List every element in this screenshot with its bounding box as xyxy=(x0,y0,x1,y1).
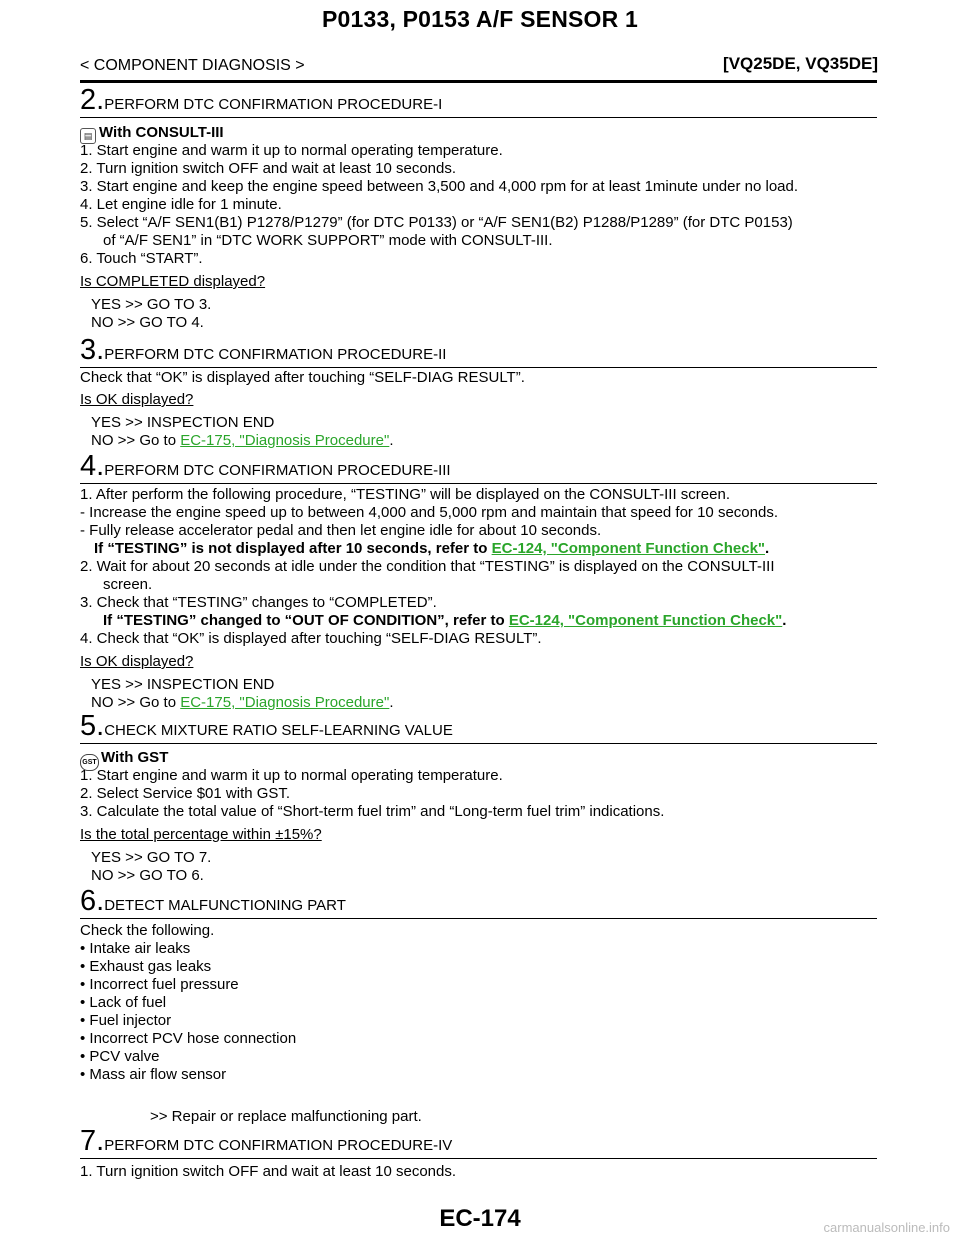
step-7-title: PERFORM DTC CONFIRMATION PROCEDURE-IV xyxy=(104,1137,453,1154)
step-6-title: DETECT MALFUNCTIONING PART xyxy=(104,897,346,914)
check-item: • Incorrect fuel pressure xyxy=(80,976,239,993)
step-4-line-4: If “TESTING” is not displayed after 10 s… xyxy=(94,540,769,558)
check-item: • Intake air leaks xyxy=(80,940,191,957)
step-6-action: >> Repair or replace malfunctioning part… xyxy=(150,1108,422,1125)
step-3-text: Check that “OK” is displayed after touch… xyxy=(80,369,525,386)
step-5-no: NO >> GO TO 6. xyxy=(91,867,204,884)
step-3-title: PERFORM DTC CONFIRMATION PROCEDURE-II xyxy=(104,346,447,363)
step-4-rule xyxy=(80,483,877,484)
step-3-yes: YES >> INSPECTION END xyxy=(91,414,275,431)
step-7-number: 7. xyxy=(80,1125,105,1157)
step-6-intro: Check the following. xyxy=(80,922,215,939)
step-4-yes: YES >> INSPECTION END xyxy=(91,676,275,693)
check-item: • PCV valve xyxy=(80,1048,160,1065)
step-4-line-7: 3. Check that “TESTING” changes to “COMP… xyxy=(80,594,437,611)
consult-label: ▤With CONSULT-III xyxy=(80,124,224,144)
step-5-line-2: 2. Select Service $01 with GST. xyxy=(80,785,291,802)
step-4-number: 4. xyxy=(80,450,105,482)
step-2-question: Is COMPLETED displayed? xyxy=(80,273,266,290)
page-number: EC-174 xyxy=(439,1205,521,1232)
check-item: • Fuel injector xyxy=(80,1012,172,1029)
step-6-rule xyxy=(80,918,877,919)
diagnosis-procedure-link[interactable]: EC-175, "Diagnosis Procedure" xyxy=(180,432,390,449)
step-2-title: PERFORM DTC CONFIRMATION PROCEDURE-I xyxy=(104,96,443,113)
step-2-heading: 2.PERFORM DTC CONFIRMATION PROCEDURE-I xyxy=(80,84,877,118)
step-2-rule xyxy=(80,117,877,118)
step-4-line-6: screen. xyxy=(103,576,153,593)
step-4-line-3: - Fully release accelerator pedal and th… xyxy=(80,522,602,539)
step-7-rule xyxy=(80,1158,877,1159)
step-3-no: NO >> Go to EC-175, "Diagnosis Procedure… xyxy=(91,432,393,450)
step-3-question: Is OK displayed? xyxy=(80,391,194,408)
step-4-line-8: If “TESTING” changed to “OUT OF CONDITIO… xyxy=(103,612,786,630)
step-6-number: 6. xyxy=(80,885,105,917)
step-5-rule xyxy=(80,743,877,744)
page-title: P0133, P0153 A/F SENSOR 1 xyxy=(321,6,639,32)
step-7-line-1: 1. Turn ignition switch OFF and wait at … xyxy=(80,1163,457,1180)
step-3-no-suffix: . xyxy=(389,432,394,449)
gst-icon: GST xyxy=(80,754,99,771)
step-2-line-5: 5. Select “A/F SEN1(B1) P1278/P1279” (fo… xyxy=(80,214,793,231)
check-item: • Incorrect PCV hose connection xyxy=(80,1030,297,1047)
step-4-no: NO >> Go to EC-175, "Diagnosis Procedure… xyxy=(91,694,393,712)
step-7-heading: 7.PERFORM DTC CONFIRMATION PROCEDURE-IV xyxy=(80,1125,877,1159)
step-4-line-4-prefix: If “TESTING” is not displayed after 10 s… xyxy=(94,540,492,557)
header-rule xyxy=(80,80,877,83)
step-4-line-8-prefix: If “TESTING” changed to “OUT OF CONDITIO… xyxy=(103,612,509,629)
step-2-line-1: 1. Start engine and warm it up to normal… xyxy=(80,142,503,159)
section-label: < COMPONENT DIAGNOSIS > xyxy=(80,57,305,74)
step-4-no-suffix: . xyxy=(389,694,394,711)
check-item: • Exhaust gas leaks xyxy=(80,958,212,975)
step-2-line-5b: of “A/F SEN1” in “DTC WORK SUPPORT” mode… xyxy=(103,232,553,249)
step-2-number: 2. xyxy=(80,84,105,116)
step-5-question: Is the total percentage within ±15%? xyxy=(80,826,322,843)
step-4-title: PERFORM DTC CONFIRMATION PROCEDURE-III xyxy=(104,462,451,479)
watermark: carmanualsonline.info xyxy=(823,1220,950,1235)
step-5-line-1: 1. Start engine and warm it up to normal… xyxy=(80,767,503,784)
step-2-no: NO >> GO TO 4. xyxy=(91,314,204,331)
check-item: • Mass air flow sensor xyxy=(80,1066,227,1083)
step-4-line-2: - Increase the engine speed up to betwee… xyxy=(80,504,778,521)
with-gst-text: With GST xyxy=(101,749,169,766)
consult-icon: ▤ xyxy=(80,128,96,144)
step-3-rule xyxy=(80,367,877,368)
step-2-line-2: 2. Turn ignition switch OFF and wait at … xyxy=(80,160,457,177)
step-3-number: 3. xyxy=(80,334,105,366)
check-item: • Lack of fuel xyxy=(80,994,167,1011)
step-4-line-9: 4. Check that “OK” is displayed after to… xyxy=(80,630,542,647)
step-6-heading: 6.DETECT MALFUNCTIONING PART xyxy=(80,885,877,919)
step-5-yes: YES >> GO TO 7. xyxy=(91,849,212,866)
step-2-line-3: 3. Start engine and keep the engine spee… xyxy=(80,178,799,195)
step-4-line-5: 2. Wait for about 20 seconds at idle und… xyxy=(80,558,775,575)
step-4-heading: 4.PERFORM DTC CONFIRMATION PROCEDURE-III xyxy=(80,450,877,484)
step-4-line-1: 1. After perform the following procedure… xyxy=(80,486,730,503)
engine-models: [VQ25DE, VQ35DE] xyxy=(723,54,878,73)
diagnosis-procedure-link-2[interactable]: EC-175, "Diagnosis Procedure" xyxy=(180,694,390,711)
step-5-line-3: 3. Calculate the total value of “Short-t… xyxy=(80,803,665,820)
step-5-number: 5. xyxy=(80,710,105,742)
step-2-line-6: 6. Touch “START”. xyxy=(80,250,203,267)
step-4-no-prefix: NO >> Go to xyxy=(91,694,181,711)
component-function-check-link-2[interactable]: EC-124, "Component Function Check" xyxy=(508,612,783,629)
step-5-title: CHECK MIXTURE RATIO SELF-LEARNING VALUE xyxy=(104,722,453,739)
step-5-heading: 5.CHECK MIXTURE RATIO SELF-LEARNING VALU… xyxy=(80,710,877,744)
step-4-question: Is OK displayed? xyxy=(80,653,194,670)
step-4-line-8-suffix: . xyxy=(782,612,787,629)
component-function-check-link-1[interactable]: EC-124, "Component Function Check" xyxy=(491,540,766,557)
step-2-line-4: 4. Let engine idle for 1 minute. xyxy=(80,196,282,213)
with-consult-text: With CONSULT-III xyxy=(99,124,224,141)
step-2-yes: YES >> GO TO 3. xyxy=(91,296,212,313)
step-4-line-4-suffix: . xyxy=(765,540,770,557)
step-3-no-prefix: NO >> Go to xyxy=(91,432,181,449)
step-3-heading: 3.PERFORM DTC CONFIRMATION PROCEDURE-II xyxy=(80,334,877,368)
